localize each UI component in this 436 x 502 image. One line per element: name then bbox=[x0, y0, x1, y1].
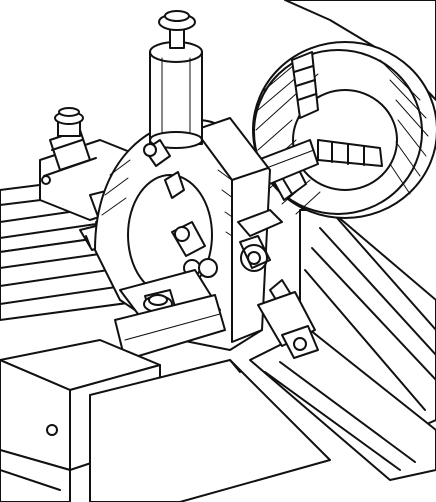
adjusting-column bbox=[149, 10, 203, 149]
base-clamp bbox=[114, 269, 226, 361]
chuck-jaw-top bbox=[291, 51, 319, 119]
left-lower-panel bbox=[0, 449, 71, 502]
adjusting-screw-left bbox=[164, 171, 185, 199]
chuck-jaw-right bbox=[317, 139, 383, 167]
adjusting-screw-upper bbox=[143, 139, 171, 167]
side-knob bbox=[239, 235, 271, 272]
rail-clamp bbox=[257, 291, 319, 359]
chuck bbox=[252, 41, 436, 219]
front-apron bbox=[89, 359, 331, 502]
